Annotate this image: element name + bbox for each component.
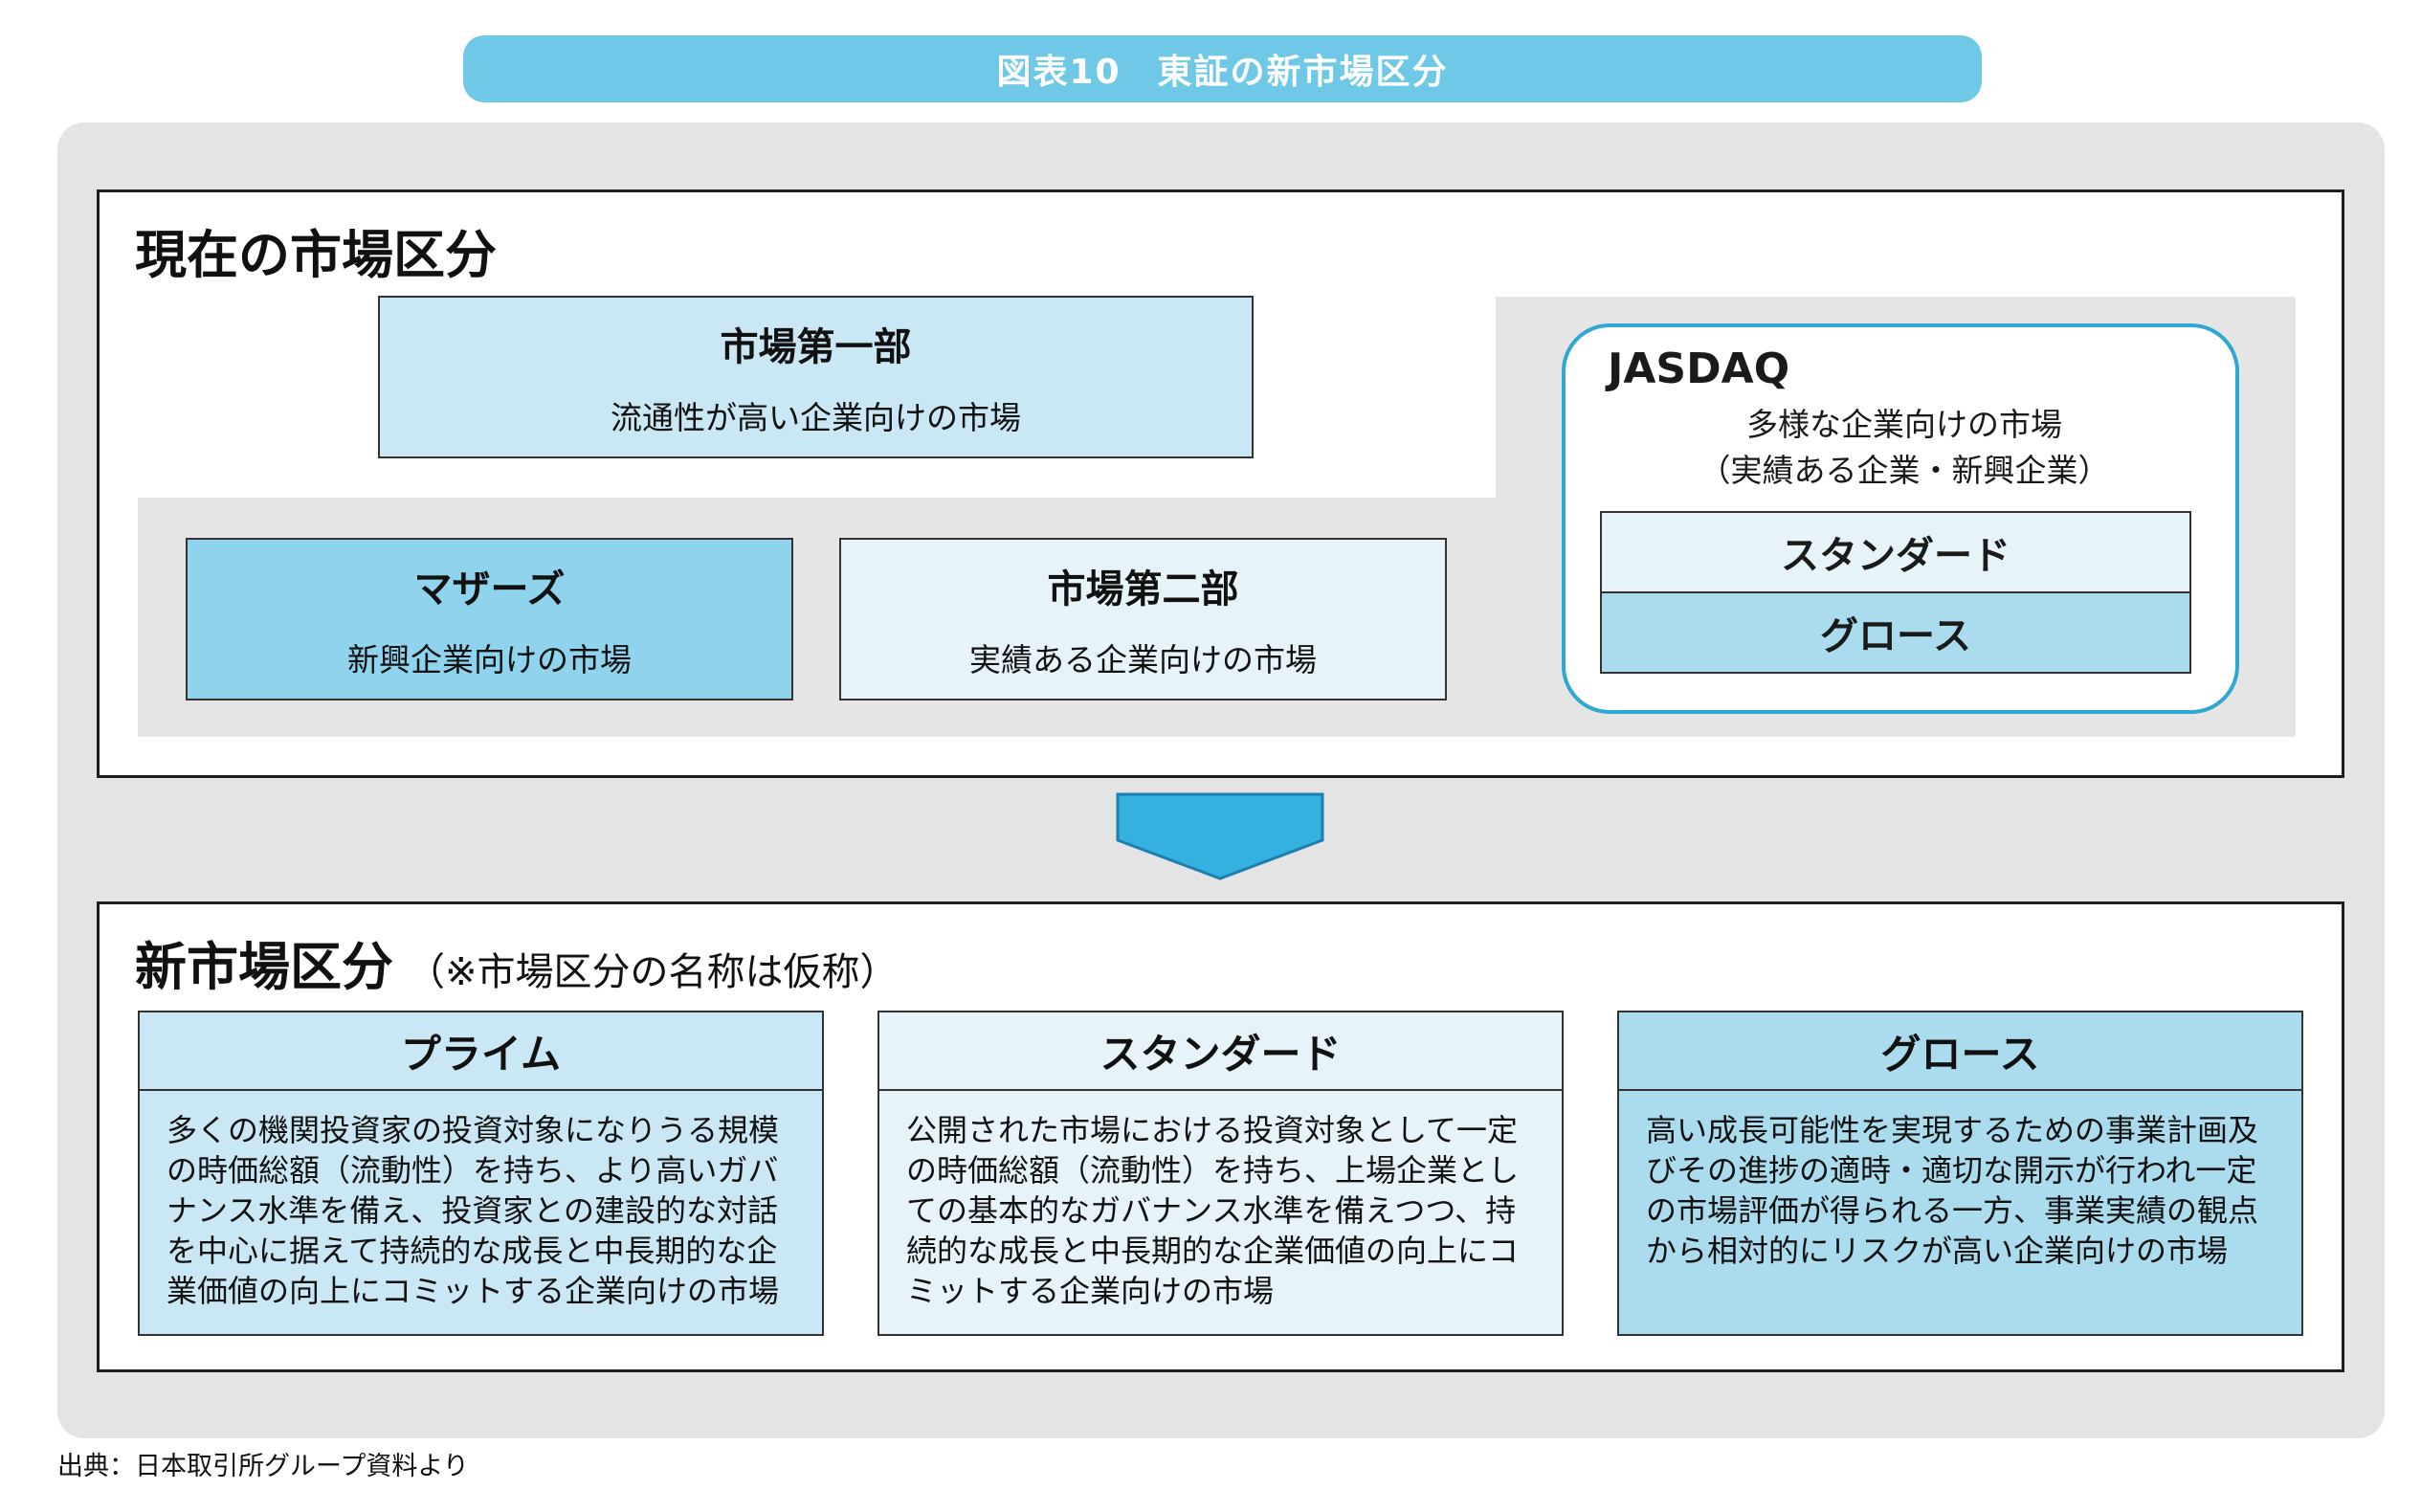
prime-card-text: 多くの機関投資家の投資対象になりうる規模の時価総額（流動性）を持ち、より高いガバ…	[167, 1112, 780, 1309]
current-heading: 現在の市場区分	[135, 225, 497, 285]
new-heading-title: 新市場区分	[135, 937, 393, 997]
new-heading: 新市場区分 （※市場区分の名称は仮称）	[135, 924, 899, 1000]
market-first-desc: 流通性が高い企業向けの市場	[611, 399, 1021, 436]
market-second-name: 市場第二部	[1047, 567, 1239, 611]
down-arrow-icon	[1116, 792, 1324, 880]
jasdaq-description: 多様な企業向けの市場 （実績ある企業・新興企業）	[1569, 402, 2239, 494]
new-heading-note: （※市場区分の名称は仮称）	[407, 950, 899, 994]
market-second-desc: 実績ある企業向けの市場	[969, 641, 1317, 678]
mothers-name: マザーズ	[413, 567, 566, 611]
market-first-name: 市場第一部	[720, 325, 912, 369]
standard-card-title: スタンダード	[879, 1012, 1562, 1091]
source-note: 出典：日本取引所グループ資料より	[57, 1452, 469, 1481]
market-second-section-box: 市場第二部 実績ある企業向けの市場	[839, 538, 1447, 700]
mothers-box: マザーズ 新興企業向けの市場	[186, 538, 793, 700]
jasdaq-growth-row: グロース	[1600, 591, 2191, 674]
jasdaq-desc-line2: （実績ある企業・新興企業）	[1699, 452, 2110, 489]
jasdaq-standard-row: スタンダード	[1600, 511, 2191, 593]
growth-card-text: 高い成長可能性を実現するための事業計画及びその進捗の適時・適切な開示が行われ一定…	[1646, 1112, 2259, 1269]
prime-card-title: プライム	[140, 1012, 822, 1091]
figure-title: 図表10 東証の新市場区分	[463, 35, 1982, 102]
standard-card-text: 公開された市場における投資対象として一定の時価総額（流動性）を持ち、上場企業とし…	[906, 1112, 1520, 1309]
growth-card-title: グロース	[1619, 1012, 2301, 1091]
jasdaq-desc-line1: 多様な企業向けの市場	[1746, 406, 2062, 443]
standard-card: スタンダード 公開された市場における投資対象として一定の時価総額（流動性）を持ち…	[877, 1011, 1564, 1336]
growth-card: グロース 高い成長可能性を実現するための事業計画及びその進捗の適時・適切な開示が…	[1617, 1011, 2303, 1336]
mothers-desc: 新興企業向けの市場	[347, 641, 632, 678]
prime-card: プライム 多くの機関投資家の投資対象になりうる規模の時価総額（流動性）を持ち、よ…	[138, 1011, 824, 1336]
market-first-section-box: 市場第一部 流通性が高い企業向けの市場	[378, 296, 1254, 458]
jasdaq-name: JASDAQ	[1608, 345, 1790, 393]
